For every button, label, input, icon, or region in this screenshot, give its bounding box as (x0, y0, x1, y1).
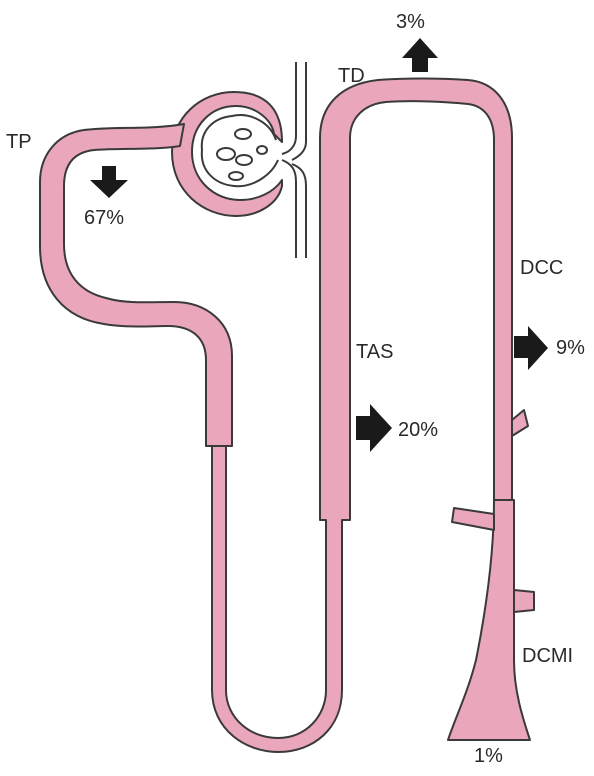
segment-label-td: TD (338, 66, 365, 86)
segment-label-dcc: DCC (520, 258, 563, 278)
segment-label-dcmi: DCMI (522, 646, 573, 666)
reabsorption-label-cortical-collecting: 9% (556, 338, 585, 358)
collecting-duct (448, 410, 534, 740)
reabsorption-label-descending: 3% (396, 12, 425, 32)
reabsorption-label-ascending: 20% (398, 420, 438, 440)
glomerulus-icon (202, 115, 278, 186)
segment-label-tas: TAS (356, 342, 393, 362)
arterioles (282, 62, 306, 258)
reabsorption-label-proximal: 67% (84, 208, 124, 228)
arrow-up-icon (402, 38, 438, 72)
arrow-right-icon (356, 404, 392, 452)
proximal-tubule (40, 124, 232, 446)
arrow-down-icon (90, 166, 128, 198)
segment-label-tp: TP (6, 132, 32, 152)
arrow-right-icon (514, 326, 548, 370)
reabsorption-label-excreted: 1% (474, 746, 503, 766)
